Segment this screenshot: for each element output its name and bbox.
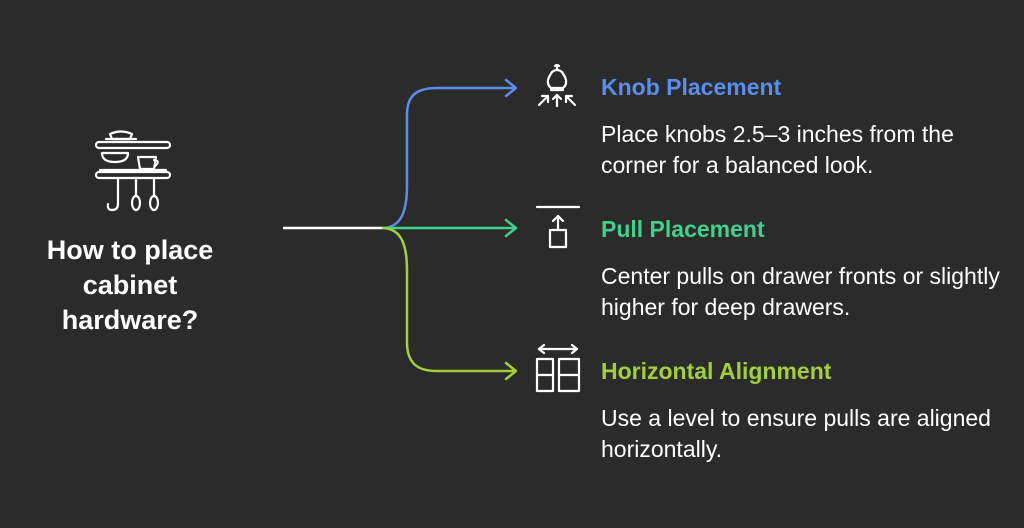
branch-knob — [381, 86, 516, 230]
knob-placement-description: Place knobs 2.5–3 inches from the corner… — [601, 121, 954, 178]
knob-icon — [537, 64, 577, 108]
arrow-align — [504, 361, 518, 381]
knob-placement-title: Knob Placement — [601, 74, 782, 100]
alignment-icon — [535, 344, 581, 393]
branch-align — [381, 226, 516, 373]
arrow-pull — [504, 218, 518, 238]
horizontal-alignment-title: Horizontal Alignment — [601, 358, 832, 384]
pull-placement-title: Pull Placement — [601, 216, 765, 242]
arrow-knob — [504, 78, 518, 98]
question-line-3: hardware? — [61, 305, 199, 335]
pull-placement-description: Center pulls on drawer fronts or slightl… — [601, 263, 1000, 320]
central-question: How to place cabinet hardware? — [10, 233, 250, 338]
question-line-2: cabinet — [82, 270, 178, 300]
question-line-1: How to place — [46, 235, 214, 265]
kitchen-shelf-icon — [94, 130, 172, 212]
horizontal-alignment-description: Use a level to ensure pulls are aligned … — [601, 405, 991, 462]
pull-handle-icon — [535, 205, 581, 249]
